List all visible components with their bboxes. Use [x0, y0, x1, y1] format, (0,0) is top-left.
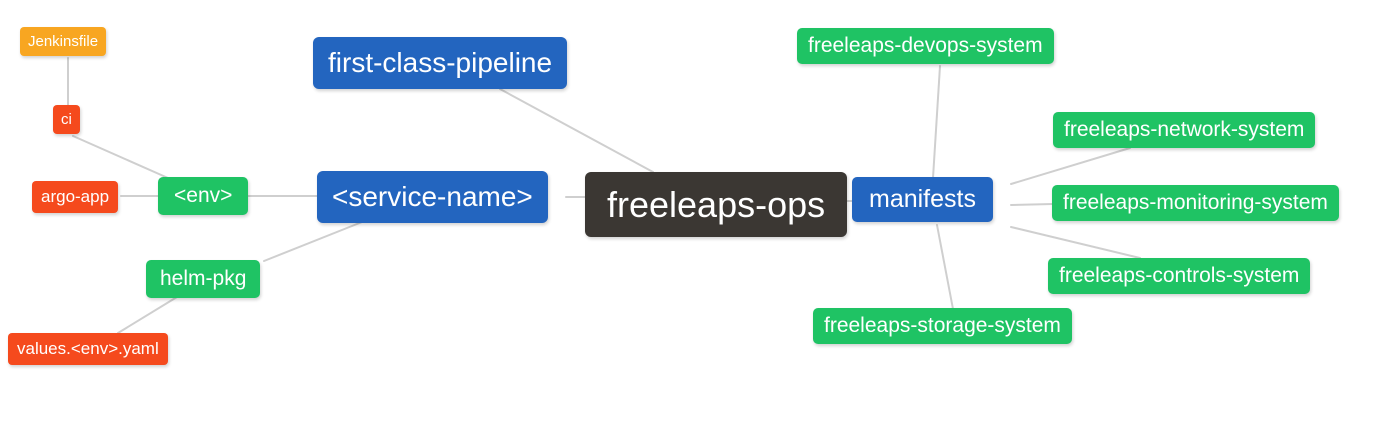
node-freeleaps-storage-system[interactable]: freeleaps-storage-system: [813, 308, 1072, 345]
node-freeleaps-devops-system[interactable]: freeleaps-devops-system: [797, 28, 1054, 65]
edge-ci-env: [72, 135, 169, 179]
node-helm-pkg[interactable]: helm-pkg: [146, 260, 261, 299]
node-env[interactable]: <env>: [158, 177, 249, 216]
edge-values-helm-pkg: [117, 296, 178, 334]
node-argo-app[interactable]: argo-app: [32, 181, 119, 213]
node-freeleaps-controls-system[interactable]: freeleaps-controls-system: [1048, 258, 1311, 295]
edge-manifests-monitoring: [1010, 203, 1054, 206]
node-ci[interactable]: ci: [53, 105, 80, 135]
edge-manifests-storage: [936, 224, 954, 310]
edge-manifests-devops: [932, 65, 941, 179]
node-values-env-yaml[interactable]: values.<env>.yaml: [8, 333, 168, 365]
node-freeleaps-monitoring-system[interactable]: freeleaps-monitoring-system: [1052, 185, 1339, 222]
edge-manifests-controls: [1010, 226, 1141, 259]
edge-helm-pkg-service-name: [263, 221, 363, 262]
node-jenkinsfile[interactable]: Jenkinsfile: [20, 27, 107, 57]
node-freeleaps-network-system[interactable]: freeleaps-network-system: [1053, 112, 1316, 149]
node-manifests[interactable]: manifests: [852, 177, 993, 222]
node-freeleaps-ops[interactable]: freeleaps-ops: [585, 172, 848, 238]
edge-first-class-pipeline-root: [499, 88, 654, 173]
node-service-name[interactable]: <service-name>: [317, 171, 548, 224]
node-first-class-pipeline[interactable]: first-class-pipeline: [313, 37, 568, 90]
edge-manifests-network: [1010, 147, 1131, 185]
